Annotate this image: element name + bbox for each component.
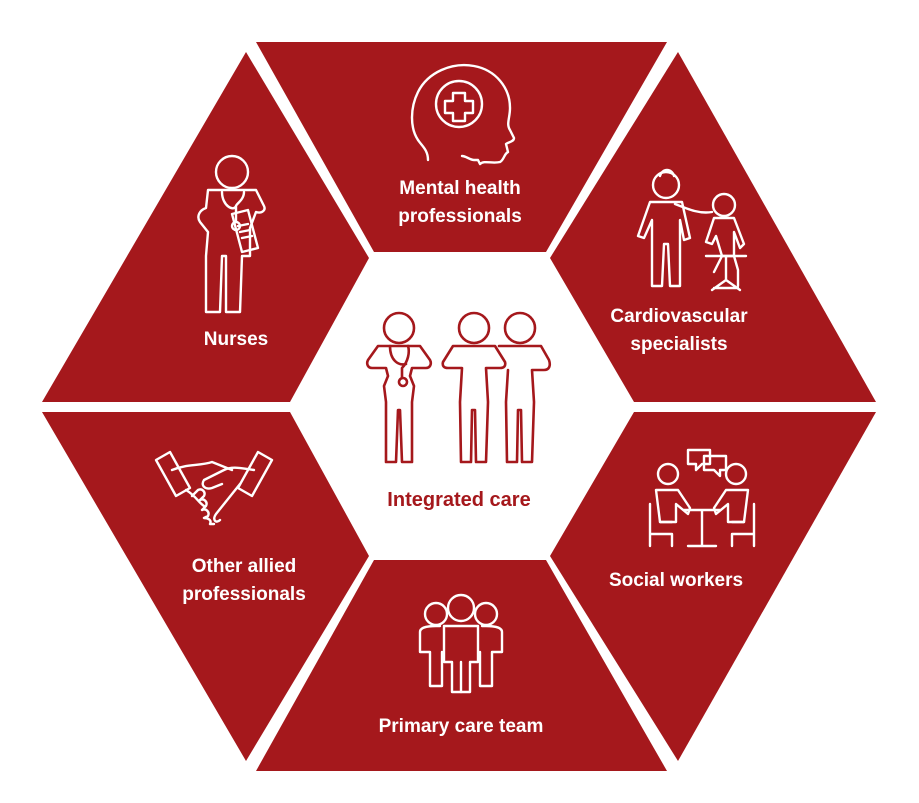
segment-label-mental-health: Mental health [399, 178, 520, 199]
segment-label-social-workers: Social workers [609, 570, 743, 591]
segment-social-workers [550, 412, 876, 761]
segment-label-primary-care: Primary care team [379, 716, 544, 737]
segment-label-mental-health-2: professionals [398, 206, 522, 227]
segment-label-cardiovascular: Cardiovascular [610, 306, 748, 327]
group-people-icon [418, 593, 504, 694]
segment-other-allied [42, 412, 369, 761]
meeting-table-icon [648, 448, 756, 548]
nurse-icon [197, 154, 266, 314]
doctor-patient-icon [636, 168, 748, 292]
segment-mental-health [256, 42, 667, 252]
handshake-icon [154, 450, 274, 526]
segment-label-other-allied-2: professionals [182, 584, 306, 605]
head-medical-cross-icon [410, 63, 516, 166]
segment-cardiovascular [550, 52, 876, 402]
segment-label-other-allied: Other allied [192, 556, 297, 577]
segment-label-cardiovascular-2: specialists [630, 334, 727, 355]
care-team-icon [365, 311, 552, 464]
segment-label-nurses: Nurses [204, 329, 268, 350]
center-label: Integrated care [387, 489, 530, 511]
